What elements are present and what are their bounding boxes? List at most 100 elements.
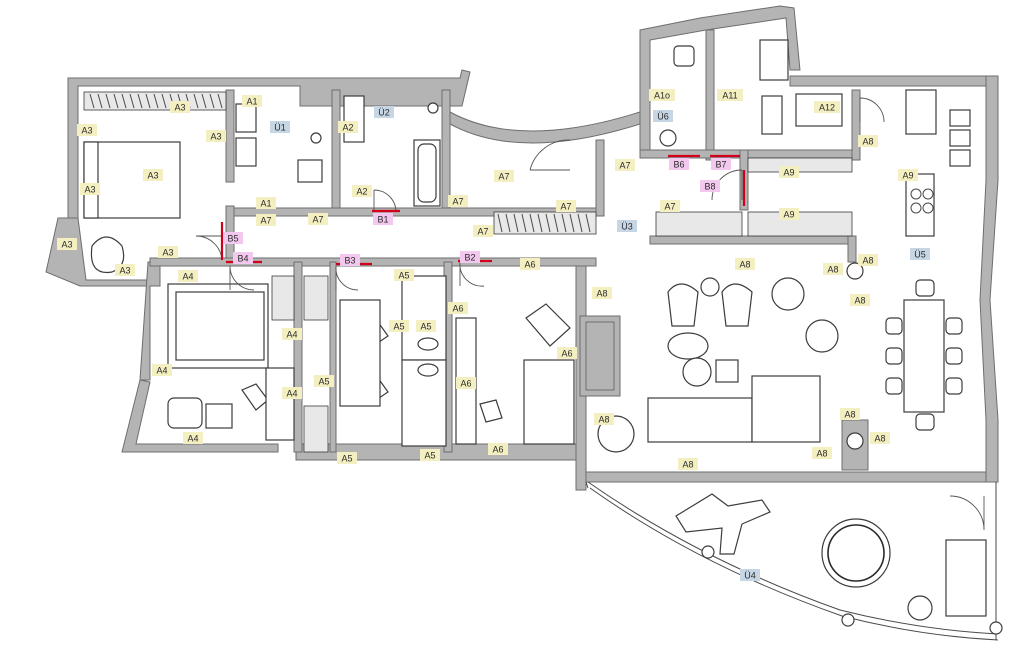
room-label-text: A5 xyxy=(398,271,409,281)
room-label-tag xyxy=(143,169,163,181)
room-label-tag xyxy=(898,169,918,181)
room-label-text: A3 xyxy=(84,185,95,195)
room-label-text: A7 xyxy=(664,202,675,212)
room-label-text: Ü1 xyxy=(274,123,286,133)
room-label-text: A11 xyxy=(722,91,737,101)
room-label: A4 xyxy=(178,270,198,282)
room-label: A3 xyxy=(170,101,190,113)
room-label-text: Ü6 xyxy=(657,112,669,122)
room-label-text: B6 xyxy=(673,160,684,170)
room-label-tag xyxy=(223,232,243,244)
room-label-tag xyxy=(617,220,637,232)
room-label-text: A8 xyxy=(739,260,750,270)
room-label: A4 xyxy=(282,328,302,340)
room-label-tag xyxy=(814,101,840,113)
room-label: A5 xyxy=(394,269,414,281)
room-label-text: A1 xyxy=(246,97,257,107)
room-label-text: A5 xyxy=(341,454,352,464)
room-label: A8 xyxy=(812,447,832,459)
room-label: A5 xyxy=(337,452,357,464)
room-label: A9 xyxy=(779,208,799,220)
room-label: A8 xyxy=(840,408,860,420)
room-label: A2 xyxy=(338,121,358,133)
room-label: A3 xyxy=(143,169,163,181)
room-label-tag xyxy=(700,180,720,192)
room-label: A1o xyxy=(649,89,675,101)
wardrobes xyxy=(83,91,853,453)
room-label: A3 xyxy=(80,183,100,195)
room-label: A8 xyxy=(823,263,843,275)
room-label-tag xyxy=(206,130,226,142)
room-label: A9 xyxy=(898,169,918,181)
room-label: A6 xyxy=(557,347,577,359)
room-label-text: A5 xyxy=(424,451,435,461)
room-label: A6 xyxy=(448,302,468,314)
room-label-tag xyxy=(473,225,493,237)
room-label: B8 xyxy=(700,180,720,192)
room-label-text: A4 xyxy=(286,330,297,340)
room-label-text: Ü2 xyxy=(378,108,390,118)
room-label: A7 xyxy=(473,225,493,237)
room-label-tag xyxy=(374,106,394,118)
room-label-tag xyxy=(158,246,178,258)
room-label-tag xyxy=(337,452,357,464)
room-label-tag xyxy=(840,408,860,420)
room-label-text: A1 xyxy=(260,199,271,209)
room-label-tag xyxy=(456,377,476,389)
terrace xyxy=(585,481,1003,641)
room-label: A7 xyxy=(660,200,680,212)
room-label: B7 xyxy=(711,158,731,170)
room-label-tag xyxy=(170,101,190,113)
room-label-text: A1o xyxy=(654,91,670,101)
room-label-text: A8 xyxy=(598,415,609,425)
room-label-tag xyxy=(678,458,698,470)
room-label: A8 xyxy=(858,254,878,266)
room-label-tag xyxy=(850,294,870,306)
room-label-text: A3 xyxy=(81,126,92,136)
room-label-tag xyxy=(488,443,508,455)
room-label-tag xyxy=(735,258,755,270)
room-label-text: B1 xyxy=(377,215,388,225)
room-label-text: A3 xyxy=(210,132,221,142)
room-label: A8 xyxy=(678,458,698,470)
room-label-tag xyxy=(740,569,760,581)
room-label: B1 xyxy=(373,213,393,225)
room-label-tag xyxy=(557,347,577,359)
room-label-text: A7 xyxy=(560,202,571,212)
room-label-tag xyxy=(282,387,302,399)
room-label-tag xyxy=(556,200,576,212)
room-label: A3 xyxy=(206,130,226,142)
room-label: A8 xyxy=(870,432,890,444)
room-label-text: A4 xyxy=(182,272,193,282)
room-label: A8 xyxy=(735,258,755,270)
room-label-tag xyxy=(152,364,172,376)
room-label-text: A7 xyxy=(498,172,509,182)
room-label-tag xyxy=(823,263,843,275)
room-label-tag xyxy=(520,258,540,270)
room-label: A6 xyxy=(520,258,540,270)
room-label-text: A3 xyxy=(119,266,130,276)
room-label: B3 xyxy=(340,254,360,266)
room-label-tag xyxy=(80,183,100,195)
room-label: A2 xyxy=(352,185,372,197)
room-label: A8 xyxy=(858,135,878,147)
room-label: Ü3 xyxy=(617,220,637,232)
room-label-tag xyxy=(282,328,302,340)
furniture xyxy=(83,39,971,453)
room-label-text: A7 xyxy=(619,161,630,171)
room-label-text: A3 xyxy=(174,103,185,113)
room-label-text: A9 xyxy=(902,171,913,181)
room-label-tag xyxy=(270,121,290,133)
room-label-tag xyxy=(352,185,372,197)
interior-walls xyxy=(149,29,869,471)
room-label-text: A5 xyxy=(318,377,329,387)
room-label-tag xyxy=(77,124,97,136)
room-label-tag xyxy=(314,375,334,387)
room-label-tag xyxy=(494,170,514,182)
room-label-tag xyxy=(594,413,614,425)
room-label: B4 xyxy=(233,252,253,264)
room-label-text: A6 xyxy=(561,349,572,359)
room-label: A7 xyxy=(256,214,276,226)
room-label-text: A5 xyxy=(420,322,431,332)
room-label: A5 xyxy=(314,375,334,387)
